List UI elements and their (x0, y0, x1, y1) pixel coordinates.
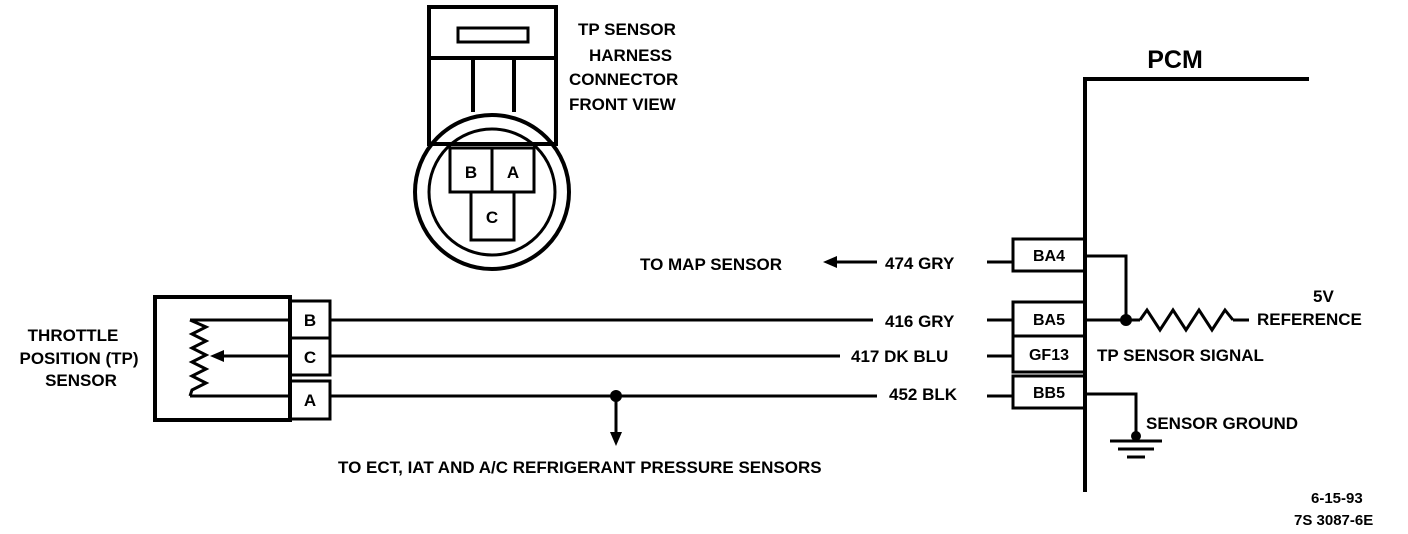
ref-5v-label: 5V (1313, 287, 1334, 306)
resistor-icon (188, 318, 210, 397)
pullup-resistor-icon (1138, 307, 1235, 333)
sensor-pin-a (288, 379, 332, 421)
sensor-pin-a-label: A (304, 391, 316, 410)
ground-symbol-icon (1110, 439, 1162, 459)
pcm-label: PCM (1147, 46, 1203, 74)
map-sensor-label: TO MAP SENSOR (640, 255, 782, 274)
tp-sensor-label-line-2: POSITION (TP) (20, 349, 139, 368)
terminal-gf13 (1011, 334, 1087, 374)
connector-latch (456, 26, 530, 44)
footer-date: 6-15-93 (1311, 490, 1363, 507)
terminal-bb5-label: BB5 (1033, 385, 1065, 402)
pcm-internal-reference: 5V REFERENCE (1085, 254, 1362, 333)
tp-harness-connector: B A C TP SENSOR HARNESS CONNECTOR FRONT … (413, 5, 678, 271)
wire-416-label: 416 GRY (885, 312, 955, 331)
connector-pin-a-label: A (507, 163, 519, 182)
other-sensors-label: TO ECT, IAT AND A/C REFRIGERANT PRESSURE… (338, 458, 822, 477)
wire-452-label: 452 BLK (889, 385, 958, 404)
wiper-arrow-icon (210, 350, 224, 362)
connector-body (427, 5, 558, 146)
tp-sensor: B C A THROTTLE POSITION (TP) SENSOR (20, 295, 332, 422)
terminal-ba4-label: BA4 (1033, 248, 1065, 265)
ground-circuit: TO ECT, IAT AND A/C REFRIGERANT PRESSURE… (330, 385, 1013, 477)
map-sensor-circuit: TO MAP SENSOR 474 GRY (640, 254, 1013, 274)
sensor-ground-label: SENSOR GROUND (1146, 414, 1298, 433)
connector-title-line-4: FRONT VIEW (569, 95, 677, 114)
pcm-internal-ground: SENSOR GROUND (1085, 392, 1298, 459)
sensor-pin-c-label: C (304, 348, 316, 367)
connector-title-line-1: TP SENSOR (578, 20, 676, 39)
terminal-gf13-label: GF13 (1029, 347, 1069, 364)
footer-code: 7S 3087-6E (1294, 512, 1373, 529)
wire-417-label: 417 DK BLU (851, 347, 948, 366)
connector-pin-b-label: B (465, 163, 477, 182)
connector-pin-c-label: C (486, 208, 498, 227)
connector-title-line-2: HARNESS (589, 46, 672, 65)
reference-label: REFERENCE (1257, 310, 1362, 329)
terminal-ba5-label: BA5 (1033, 312, 1065, 329)
tp-signal-label: TP SENSOR SIGNAL (1097, 346, 1264, 365)
tp-sensor-label-line-1: THROTTLE (28, 326, 119, 345)
terminal-bb5 (1011, 374, 1087, 410)
signal-circuit: 417 DK BLU TP SENSOR SIGNAL (330, 346, 1264, 366)
reference-circuit: 416 GRY (330, 312, 1013, 331)
tp-sensor-label-line-3: SENSOR (45, 371, 117, 390)
wire-474-label: 474 GRY (885, 254, 955, 273)
connector-inner-ring (427, 127, 557, 257)
connector-title-line-3: CONNECTOR (569, 70, 678, 89)
sensor-pin-b-label: B (304, 311, 316, 330)
figure-footer: 6-15-93 7S 3087-6E (1294, 490, 1373, 529)
map-arrow-icon (823, 256, 837, 268)
pcm-terminals: BA4 BA5 GF13 BB5 (1011, 237, 1087, 410)
down-arrow-icon (610, 432, 622, 446)
connector-cavity-c (469, 190, 516, 242)
connector-outer-ring (413, 113, 571, 271)
pcm-splice-dot (1120, 314, 1132, 326)
